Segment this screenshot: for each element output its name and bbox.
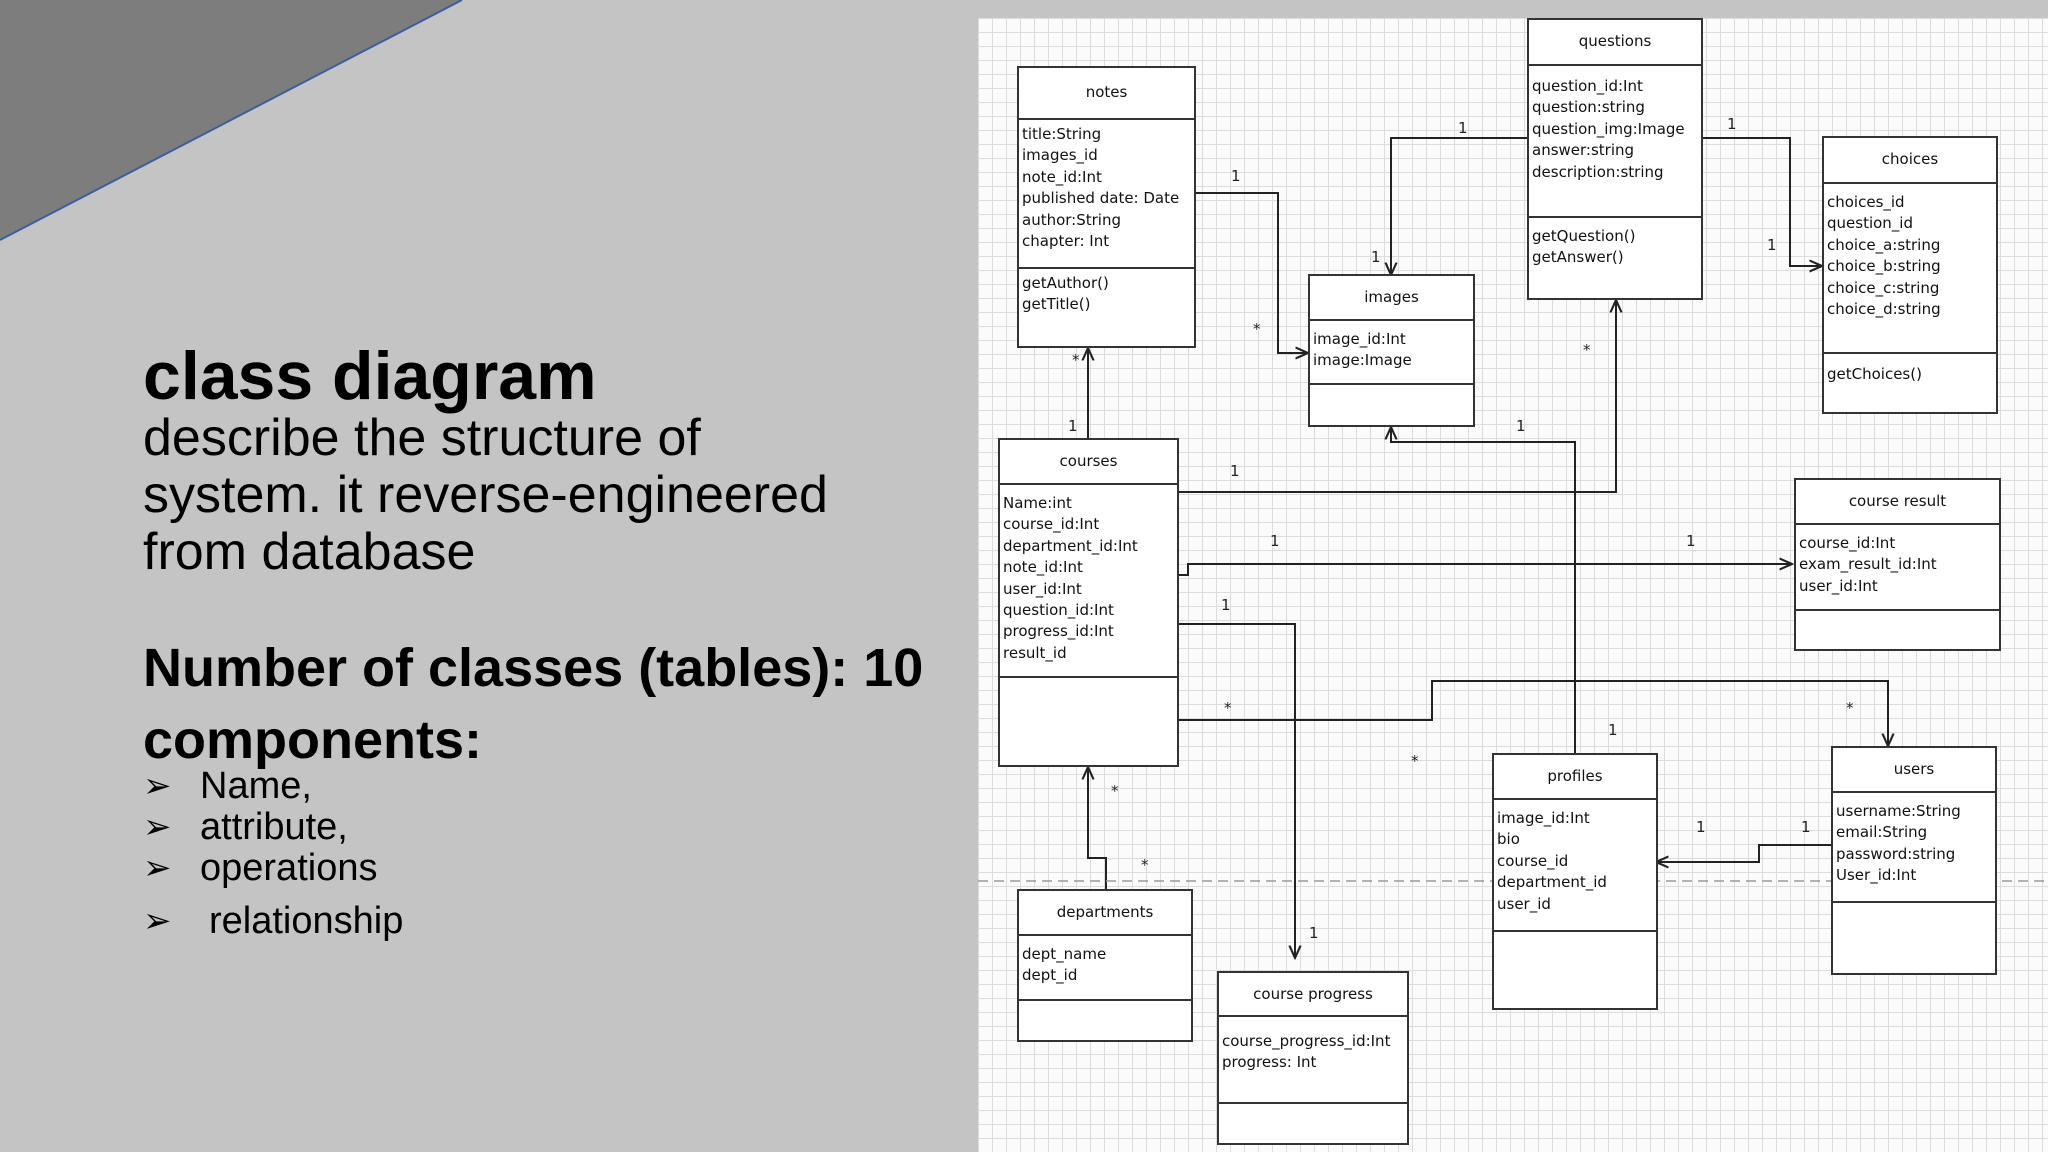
description-line: describe the structure of: [143, 409, 701, 467]
class-attributes: username:String email:String password:st…: [1833, 793, 1995, 903]
class-name: questions: [1529, 20, 1701, 66]
arrowhead-bullet-icon: ➢: [143, 849, 172, 887]
class-name: users: [1833, 748, 1995, 793]
multiplicity-label: 1: [1221, 596, 1231, 614]
class-images: images image_id:Int image:Image: [1308, 274, 1475, 427]
components-heading: components:: [143, 710, 483, 770]
multiplicity-label: *: [1072, 351, 1080, 369]
multiplicity-label: 1: [1231, 167, 1241, 185]
multiplicity-label: 1: [1458, 119, 1468, 137]
multiplicity-label: 1: [1686, 532, 1696, 550]
class-operations: [1219, 1104, 1407, 1112]
class-course-result: course result course_id:Int exam_result_…: [1794, 478, 2001, 651]
rel-notes-images: [1196, 192, 1308, 353]
class-course-progress: course progress course_progress_id:Int p…: [1217, 971, 1409, 1145]
multiplicity-label: *: [1846, 699, 1854, 717]
class-operations: [1310, 385, 1473, 393]
class-name: choices: [1824, 138, 1996, 184]
class-operations: [1833, 903, 1995, 911]
multiplicity-label: 1: [1230, 462, 1240, 480]
class-attributes: image_id:Int bio course_id department_id…: [1494, 800, 1656, 932]
class-attributes: course_id:Int exam_result_id:Int user_id…: [1796, 525, 1999, 611]
class-operations: getChoices(): [1827, 365, 1922, 383]
class-operations: getQuestion() getAnswer(): [1532, 227, 1636, 267]
class-attributes: question_id:Int question:string question…: [1529, 66, 1701, 218]
rel-courses-questions: [1179, 300, 1616, 493]
class-name: courses: [1000, 440, 1177, 485]
arrowhead-bullet-icon: ➢: [143, 902, 172, 940]
rel-questions-images: [1391, 137, 1527, 275]
multiplicity-label: 1: [1309, 924, 1319, 942]
class-notes: notes title:String images_id note_id:Int…: [1017, 66, 1196, 348]
class-name: course result: [1796, 480, 1999, 525]
class-attributes: dept_name dept_id: [1019, 936, 1191, 1001]
class-name: notes: [1019, 68, 1194, 120]
rel-questions-choices: [1703, 137, 1822, 266]
rel-courses-result: [1179, 564, 1792, 576]
multiplicity-label: 1: [1727, 115, 1737, 133]
rel-courses-users: [1179, 680, 1888, 746]
class-operations: getAuthor() getTitle(): [1022, 274, 1109, 314]
multiplicity-label: 1: [1068, 417, 1078, 435]
arrowhead-bullet-icon: ➢: [143, 767, 172, 805]
rel-departments-courses: [1088, 767, 1107, 889]
class-attributes: choices_id question_id choice_a:string c…: [1824, 184, 1996, 354]
class-users: users username:String email:String passw…: [1831, 746, 1997, 975]
class-choices: choices choices_id question_id choice_a:…: [1822, 136, 1998, 414]
class-operations: [1796, 611, 1999, 619]
class-attributes: image_id:Int image:Image: [1310, 321, 1473, 385]
class-attributes: title:String images_id note_id:Int publi…: [1019, 120, 1194, 269]
class-operations: [1019, 1001, 1191, 1009]
multiplicity-label: 1: [1801, 818, 1811, 836]
class-attributes: Name:int course_id:Int department_id:Int…: [1000, 485, 1177, 678]
multiplicity-label: *: [1224, 699, 1232, 717]
multiplicity-label: 1: [1371, 248, 1381, 266]
multiplicity-label: *: [1583, 341, 1591, 359]
class-departments: departments dept_name dept_id: [1017, 889, 1193, 1042]
arrowhead-bullet-icon: ➢: [143, 808, 172, 846]
rel-profiles-images: [1391, 427, 1576, 753]
class-count: Number of classes (tables): 10: [143, 638, 924, 698]
corner-decoration: [0, 0, 463, 241]
multiplicity-label: 1: [1696, 818, 1706, 836]
rel-courses-progress: [1179, 623, 1295, 958]
multiplicity-label: 1: [1608, 721, 1618, 739]
class-questions: questions question_id:Int question:strin…: [1527, 18, 1703, 300]
description-line: system. it reverse-engineered: [143, 466, 828, 524]
multiplicity-label: *: [1411, 752, 1419, 770]
rel-users-profiles: [1656, 844, 1831, 862]
class-attributes: course_progress_id:Int progress: Int: [1219, 1017, 1407, 1104]
slide-title: class diagram: [143, 338, 597, 414]
multiplicity-label: 1: [1516, 417, 1526, 435]
class-diagram: notes title:String images_id note_id:Int…: [978, 18, 2048, 1152]
class-name: images: [1310, 276, 1473, 321]
class-operations: [1000, 678, 1177, 686]
class-name: profiles: [1494, 755, 1656, 800]
class-name: departments: [1019, 891, 1191, 936]
class-profiles: profiles image_id:Int bio course_id depa…: [1492, 753, 1658, 1010]
multiplicity-label: *: [1141, 856, 1149, 874]
multiplicity-label: *: [1111, 782, 1119, 800]
multiplicity-label: 1: [1767, 236, 1777, 254]
multiplicity-label: 1: [1270, 532, 1280, 550]
slide-description: describe the structure of system. it rev…: [143, 410, 943, 581]
description-line: from database: [143, 523, 476, 581]
multiplicity-label: *: [1253, 320, 1261, 338]
class-name: course progress: [1219, 973, 1407, 1017]
class-courses: courses Name:int course_id:Int departmen…: [998, 438, 1179, 767]
class-operations: [1494, 932, 1656, 940]
